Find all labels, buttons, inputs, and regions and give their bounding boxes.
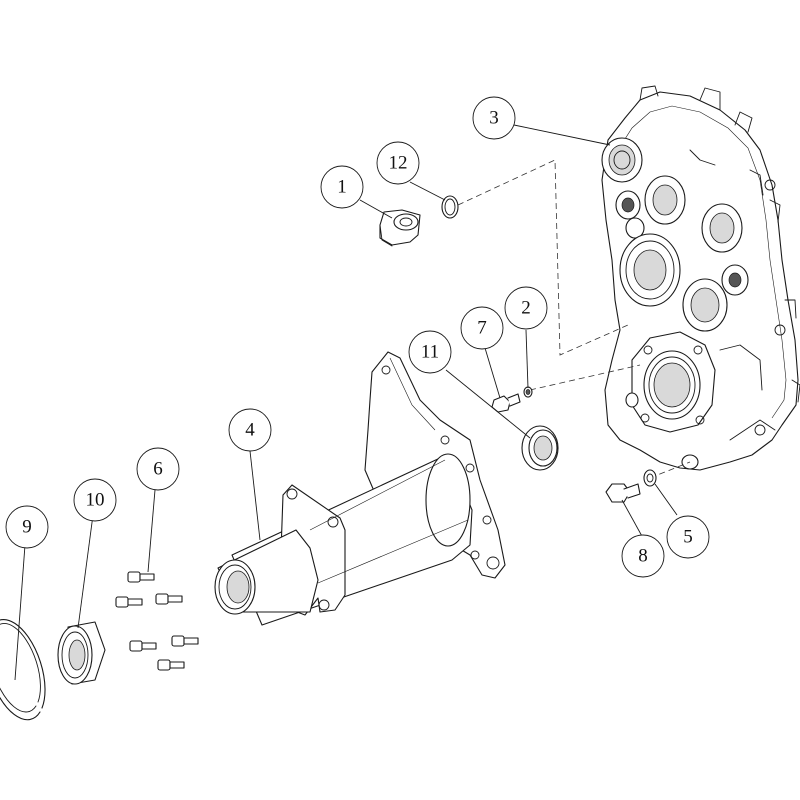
bolt	[129, 640, 157, 652]
callout-1: 1	[320, 165, 364, 209]
o-ring	[441, 195, 459, 219]
callout-6: 6	[136, 447, 180, 491]
svg-text:11: 11	[421, 342, 439, 363]
svg-text:12: 12	[389, 153, 408, 174]
bolt	[171, 635, 199, 647]
svg-text:7: 7	[477, 318, 487, 339]
svg-text:2: 2	[521, 298, 531, 319]
svg-text:9: 9	[22, 517, 32, 538]
seal-ring	[521, 425, 559, 471]
plug	[379, 209, 421, 247]
svg-text:6: 6	[153, 459, 163, 480]
callout-12: 12	[376, 141, 420, 185]
gear-housing-cover	[601, 85, 800, 471]
callout-5: 5	[666, 515, 710, 559]
hex-bolt	[605, 483, 641, 503]
washer	[643, 469, 657, 487]
bolt	[115, 596, 143, 608]
callout-8: 8	[621, 534, 665, 578]
bolt-group	[115, 571, 199, 671]
callout-2: 2	[504, 286, 548, 330]
bolt	[127, 571, 155, 583]
callout-4: 4	[228, 408, 272, 452]
tube-housing	[214, 453, 473, 626]
bolt	[155, 593, 183, 605]
callout-3: 3	[472, 96, 516, 140]
callout-9: 9	[5, 505, 49, 549]
small-washer	[523, 386, 533, 398]
callout-7: 7	[460, 306, 504, 350]
callout-11: 11	[408, 330, 452, 374]
assembly-lines	[457, 159, 691, 479]
svg-text:10: 10	[86, 490, 105, 511]
bolt	[157, 659, 185, 671]
svg-text:4: 4	[245, 420, 255, 441]
bearing	[57, 621, 106, 685]
svg-text:8: 8	[638, 546, 648, 567]
small-bolt	[491, 393, 521, 413]
snap-ring	[0, 619, 46, 721]
svg-text:1: 1	[337, 177, 347, 198]
svg-text:3: 3	[489, 108, 499, 129]
callout-10: 10	[73, 478, 117, 522]
svg-text:5: 5	[683, 527, 693, 548]
leader-lines	[14, 124, 678, 681]
